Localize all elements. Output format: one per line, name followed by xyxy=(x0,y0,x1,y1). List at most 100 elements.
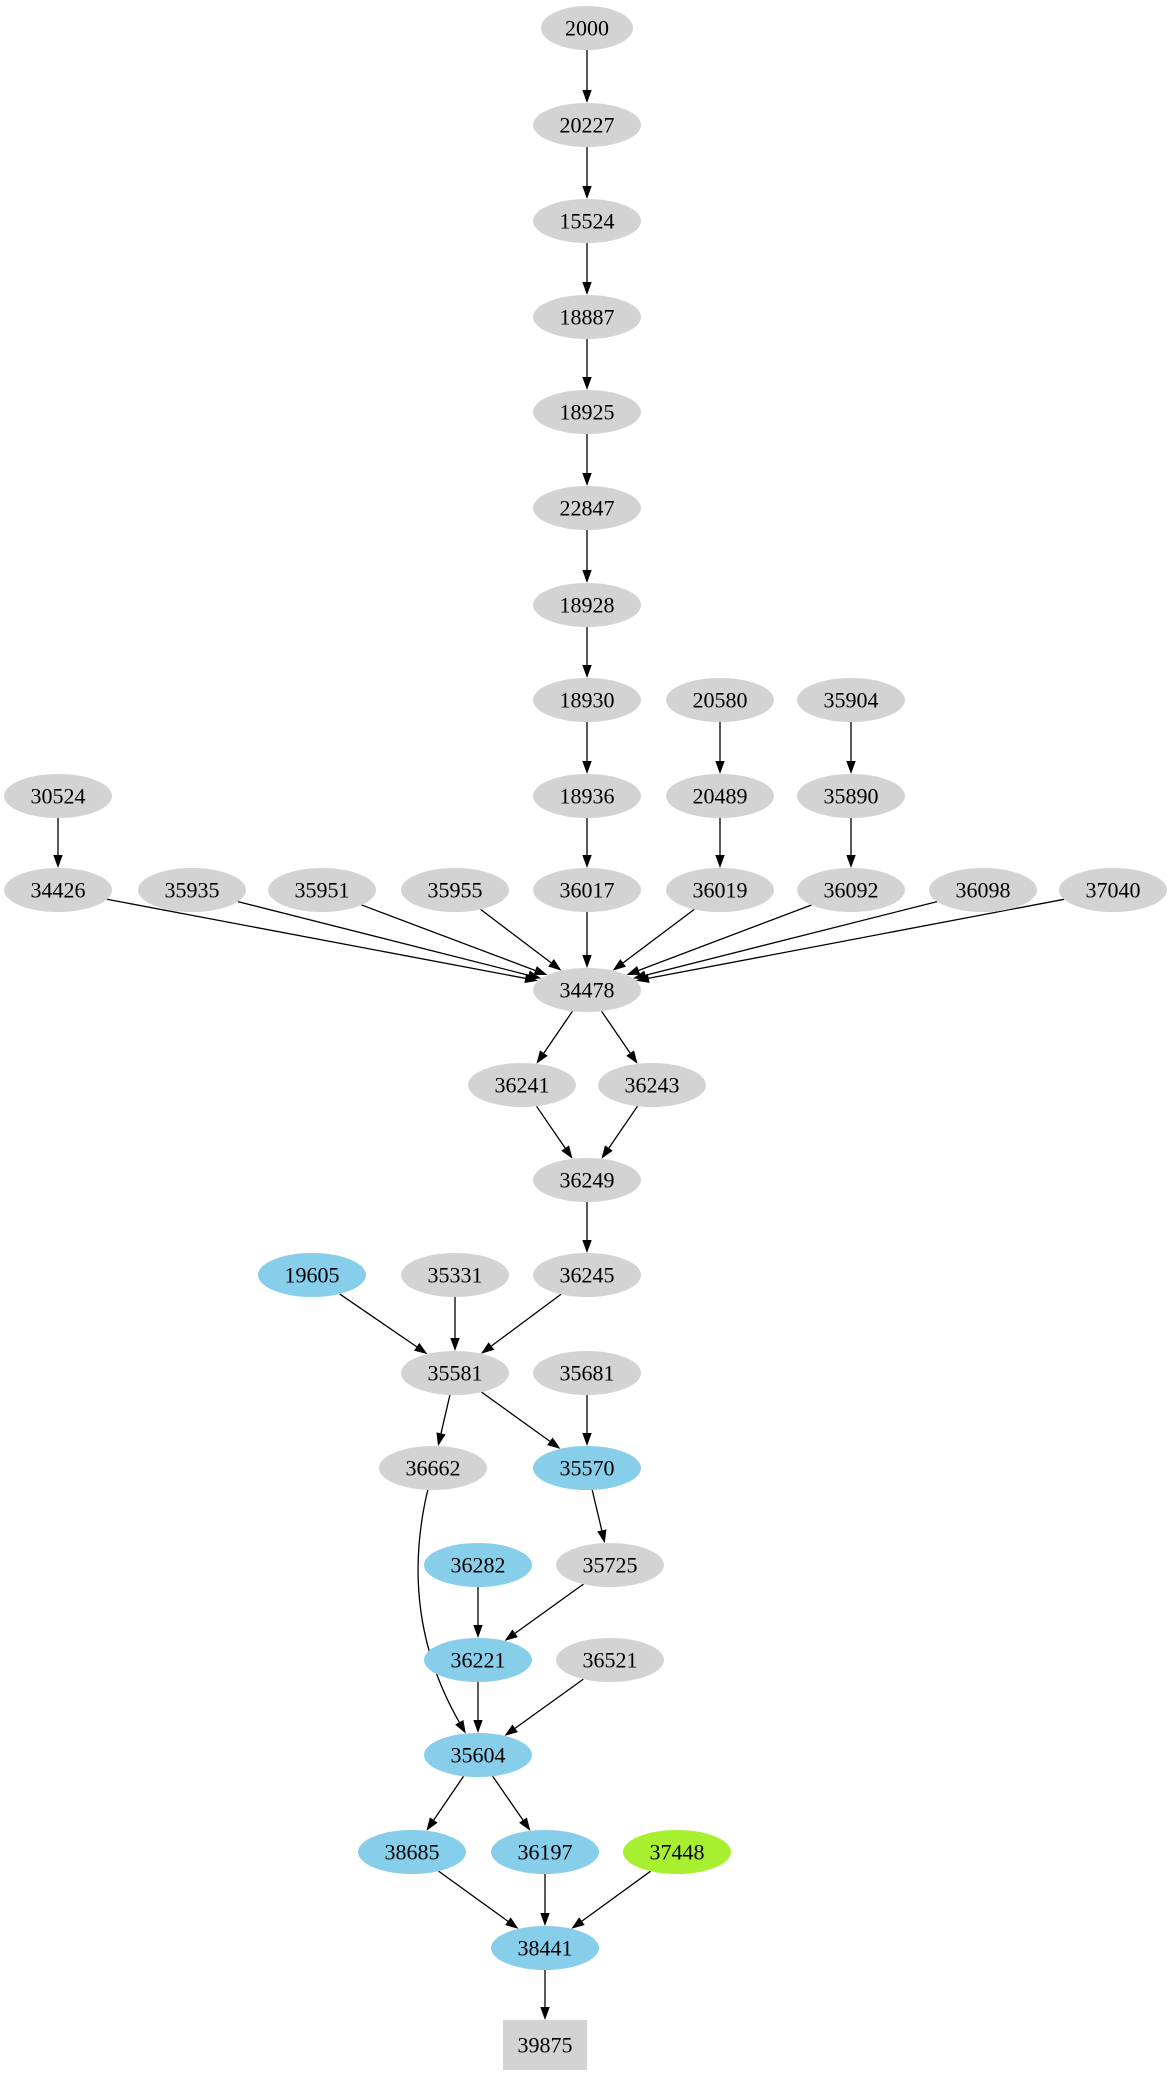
arrowhead-icon xyxy=(635,973,650,983)
arrowhead-icon xyxy=(582,665,592,678)
node-36241: 36241 xyxy=(468,1063,576,1107)
node-36521: 36521 xyxy=(556,1638,664,1682)
arrowhead-icon xyxy=(582,186,592,199)
edge-36019-34478 xyxy=(612,908,695,971)
node-label: 2000 xyxy=(565,16,609,41)
edge-20227-15524 xyxy=(582,147,592,199)
node-35725: 35725 xyxy=(556,1543,664,1587)
edge-35904-35890 xyxy=(846,722,856,774)
node-36017: 36017 xyxy=(533,868,641,912)
node-ellipse xyxy=(533,295,641,339)
arrowhead-icon xyxy=(582,855,592,868)
arrowhead-icon xyxy=(582,282,592,295)
edge-18925-22847 xyxy=(582,434,592,486)
edge-35890-36092 xyxy=(846,818,856,868)
arrowhead-icon xyxy=(582,955,592,968)
arrowhead-icon xyxy=(450,1338,460,1351)
edge-35955-34478 xyxy=(480,908,562,971)
node-ellipse xyxy=(556,1638,664,1682)
edge-35581-36662 xyxy=(436,1394,451,1447)
node-15524: 15524 xyxy=(533,199,641,243)
node-label: 36243 xyxy=(625,1073,680,1098)
edge-line xyxy=(514,1583,584,1634)
node-38441: 38441 xyxy=(491,1926,599,1970)
node-18925: 18925 xyxy=(533,390,641,434)
node-ellipse xyxy=(797,678,905,722)
edge-15524-18887 xyxy=(582,243,592,295)
edge-line xyxy=(480,908,552,964)
arrowhead-icon xyxy=(547,1437,561,1449)
edge-line xyxy=(433,1775,465,1821)
node-ellipse xyxy=(533,390,641,434)
node-36197: 36197 xyxy=(491,1830,599,1874)
arrowhead-icon xyxy=(533,966,548,976)
arrowhead-icon xyxy=(426,1817,438,1831)
arrowhead-icon xyxy=(571,1917,585,1929)
edge-36282-36221 xyxy=(473,1587,483,1638)
arrowhead-icon xyxy=(548,959,562,971)
node-label: 35935 xyxy=(165,878,220,903)
node-ellipse xyxy=(666,868,774,912)
node-ellipse xyxy=(666,678,774,722)
node-35951: 35951 xyxy=(268,868,376,912)
node-18928: 18928 xyxy=(533,583,641,627)
node-ellipse xyxy=(533,1253,641,1297)
node-ellipse xyxy=(541,6,633,50)
node-30524: 30524 xyxy=(4,774,112,818)
node-ellipse xyxy=(533,199,641,243)
node-ellipse xyxy=(491,1830,599,1874)
node-label: 35890 xyxy=(824,784,879,809)
node-label: 35681 xyxy=(560,1361,615,1386)
edge-35570-35725 xyxy=(591,1489,607,1544)
node-18936: 18936 xyxy=(533,774,641,818)
node-ellipse xyxy=(797,868,905,912)
edge-30524-34426 xyxy=(53,818,63,868)
node-label: 36249 xyxy=(560,1168,615,1193)
node-label: 35951 xyxy=(295,878,350,903)
edge-line xyxy=(600,1010,631,1054)
node-39875: 39875 xyxy=(503,2020,587,2070)
node-label: 34426 xyxy=(31,878,86,903)
node-2000: 2000 xyxy=(541,6,633,50)
node-ellipse xyxy=(533,486,641,530)
edge-19605-35581 xyxy=(339,1293,428,1355)
node-label: 37448 xyxy=(650,1840,705,1865)
edge-36249-36245 xyxy=(582,1202,592,1253)
node-ellipse xyxy=(533,1446,641,1490)
edge-18936-36017 xyxy=(582,818,592,868)
edge-37448-38441 xyxy=(571,1870,651,1929)
node-20489: 20489 xyxy=(666,774,774,818)
edge-line xyxy=(622,908,695,964)
node-ellipse xyxy=(1059,868,1167,912)
node-label: 36241 xyxy=(495,1073,550,1098)
node-35904: 35904 xyxy=(797,678,905,722)
node-34426: 34426 xyxy=(4,868,112,912)
node-ellipse xyxy=(533,968,641,1012)
node-label: 36662 xyxy=(406,1456,461,1481)
arrowhead-icon xyxy=(414,1342,428,1355)
arrowhead-icon xyxy=(561,1145,573,1159)
edge-line xyxy=(106,898,526,979)
node-35570: 35570 xyxy=(533,1446,641,1490)
arrowhead-icon xyxy=(53,855,63,868)
node-38685: 38685 xyxy=(358,1830,466,1874)
edge-line xyxy=(440,1394,451,1434)
node-36092: 36092 xyxy=(797,868,905,912)
node-label: 36092 xyxy=(824,878,879,903)
arrowhead-icon xyxy=(536,1050,548,1064)
node-label: 36019 xyxy=(693,878,748,903)
edge-36017-34478 xyxy=(582,912,592,968)
node-ellipse xyxy=(468,1063,576,1107)
arrowhead-icon xyxy=(715,855,725,868)
arrowhead-icon xyxy=(582,1240,592,1253)
edge-line xyxy=(543,1010,574,1054)
node-ellipse xyxy=(533,103,641,147)
arrowhead-icon xyxy=(436,1432,446,1447)
node-label: 18925 xyxy=(560,400,615,425)
arrowhead-icon xyxy=(455,1719,466,1734)
node-ellipse xyxy=(138,868,246,912)
edge-34478-36243 xyxy=(600,1010,638,1064)
node-label: 36197 xyxy=(518,1840,573,1865)
edge-35725-36221 xyxy=(504,1583,584,1641)
